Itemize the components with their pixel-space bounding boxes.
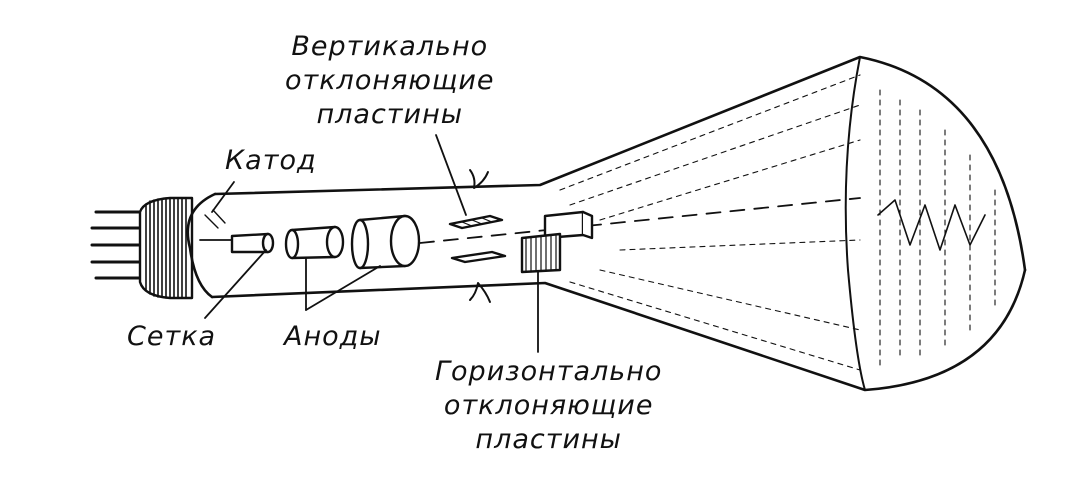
vertical-plates xyxy=(448,214,507,264)
first-anode xyxy=(284,225,345,260)
label-vertical-line3: пластины xyxy=(316,99,464,130)
glass-envelope xyxy=(186,55,1027,392)
label-setka: Сетка xyxy=(127,321,217,352)
label-horizontal-line2: отклоняющие xyxy=(443,390,654,421)
base-cap xyxy=(138,196,194,300)
label-vertical-line1: Вертикально xyxy=(291,31,489,62)
beam-axis xyxy=(419,197,861,244)
label-horizontal-line1: Горизонтально xyxy=(435,356,663,387)
leader-lines xyxy=(204,134,539,353)
second-anode xyxy=(350,214,421,270)
label-anody: Аноды xyxy=(284,321,382,352)
cathode xyxy=(199,209,275,254)
bulb-shading xyxy=(559,74,996,371)
base-pins xyxy=(90,210,142,280)
label-horizontal-plates: Горизонтально отклоняющие пластины xyxy=(435,355,662,457)
label-horizontal-line3: пластины xyxy=(475,424,622,455)
horizontal-plates xyxy=(520,210,594,274)
label-vertical-plates: Вертикально отклоняющие пластины xyxy=(285,30,495,132)
screen-trace xyxy=(877,199,986,251)
label-vertical-line2: отклоняющие xyxy=(285,65,495,96)
label-katod: Катод xyxy=(225,145,317,176)
